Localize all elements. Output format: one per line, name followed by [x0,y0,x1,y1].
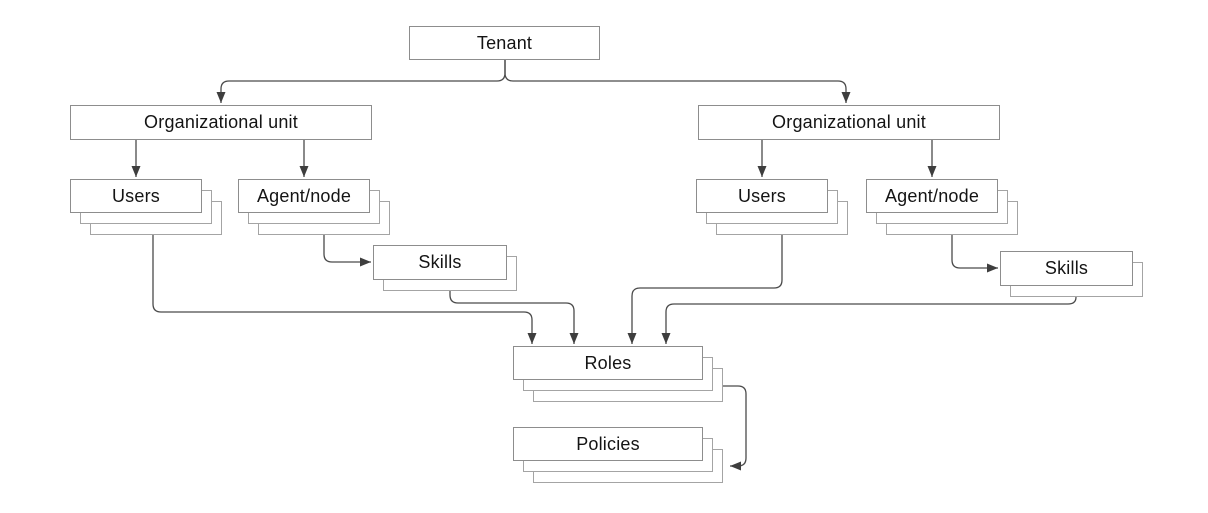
skills-left-box: Skills [373,245,507,280]
users-right-label: Users [737,185,786,206]
tenant-box: Tenant [409,26,600,60]
policies-box: Policies [513,427,703,461]
edge-skills-left-to-roles [449,291,579,344]
node-roles: Roles [513,346,723,402]
skills-left-label: Skills [418,252,462,272]
node-users-right: Users [696,179,848,235]
organizational-unit-right-label: Organizational unit [772,112,926,132]
node-tenant: Tenant [409,26,600,60]
edge-skills-right-to-roles [661,296,1077,344]
agent-left-label: Agent/node [256,185,352,206]
agent-right-box: Agent/node [866,179,998,213]
roles-box: Roles [513,346,703,380]
skills-right-box: Skills [1000,251,1133,286]
node-policies: Policies [513,427,723,483]
organizational-unit-right-box: Organizational unit [698,105,1000,140]
edge-tenant-to-ou-right [504,60,851,103]
organizational-unit-left-label: Organizational unit [144,112,298,132]
node-skills-right: Skills [1000,251,1143,297]
agent-right-label: Agent/node [884,185,980,206]
users-right-box: Users [696,179,828,213]
edge-agent-left-to-skills-left [323,235,371,267]
organizational-unit-left-box: Organizational unit [70,105,372,140]
node-organizational-unit-right: Organizational unit [698,105,1000,140]
users-left-label: Users [111,185,160,206]
edge-agent-right-to-skills-right [951,235,998,273]
node-users-left: Users [70,179,222,235]
policies-label: Policies [576,433,640,454]
edge-users-right-to-roles [627,235,783,344]
tenant-label: Tenant [476,32,533,53]
users-left-box: Users [70,179,202,213]
node-skills-left: Skills [373,245,517,291]
node-organizational-unit-left: Organizational unit [70,105,372,140]
node-agent-left: Agent/node [238,179,390,235]
roles-label: Roles [584,352,632,373]
edge-tenant-to-ou-left [216,60,506,103]
agent-left-box: Agent/node [238,179,370,213]
node-agent-right: Agent/node [866,179,1018,235]
edge-roles-to-policies [723,385,747,471]
skills-right-label: Skills [1044,258,1089,278]
